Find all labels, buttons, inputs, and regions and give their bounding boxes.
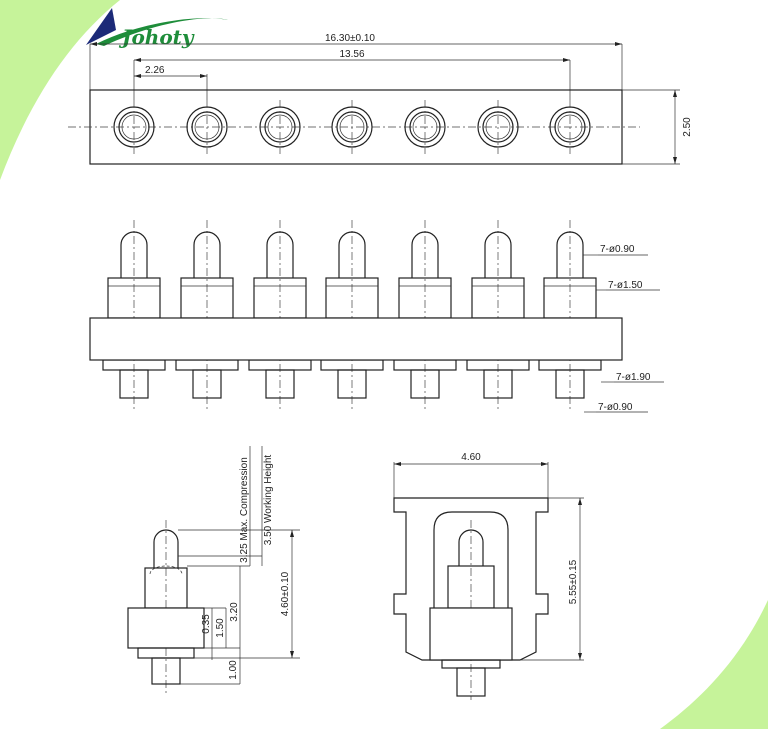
pin-6 <box>466 220 530 410</box>
pin-4 <box>320 220 384 410</box>
pin-1 <box>102 220 166 410</box>
brand-name: Johoty <box>118 25 195 49</box>
hole-2 <box>186 100 228 154</box>
dim-side-height: 5.55±0.15 <box>568 559 579 604</box>
brand-logo: Johoty <box>86 8 228 49</box>
dim-total-height: 4.60±0.10 <box>280 571 291 616</box>
pin-2 <box>175 220 239 410</box>
end-section-view: 4.60 5.55±0.15 <box>393 452 584 700</box>
pin-5 <box>393 220 457 410</box>
callout-flange-dia: 7-ø1.90 <box>616 372 651 383</box>
dim-tail-length: 1.00 <box>228 660 239 680</box>
dim-pitch: 2.26 <box>145 65 165 76</box>
hole-1 <box>113 100 155 154</box>
dim-max-compression: 3.25 Max. Compression <box>239 457 250 563</box>
hole-3 <box>259 100 301 154</box>
dim-overall-length: 16.30±0.10 <box>325 33 375 44</box>
callout-barrel-dia: 7-ø1.50 <box>608 280 643 291</box>
front-view: 7-ø0.90 7-ø1.50 7-ø1.90 7-ø0.90 <box>89 220 664 413</box>
side-pin-view: 3.25 Max. Compression 3.50 Working Heigh… <box>127 446 300 695</box>
callout-tip-dia: 7-ø0.90 <box>600 244 635 255</box>
dim-gap: 0.35 <box>201 614 212 634</box>
hole-6 <box>477 100 519 154</box>
hole-7 <box>549 100 591 154</box>
dim-barrel-height: 3.20 <box>229 602 240 622</box>
pin-3 <box>248 220 312 410</box>
dim-working-height: 3.50 Working Height <box>263 455 274 546</box>
dim-body-thickness: 1.50 <box>215 618 226 638</box>
hole-4 <box>331 100 373 154</box>
corner-accent-bottom-right <box>660 600 768 729</box>
corner-accent-top-left <box>0 0 120 180</box>
top-view: 16.30±0.10 13.56 2.26 2.50 <box>68 33 693 165</box>
dim-body-height: 2.50 <box>682 117 693 137</box>
callout-tail-dia: 7-ø0.90 <box>598 402 633 413</box>
dim-side-width: 4.60 <box>461 452 481 463</box>
dim-outer-pitch: 13.56 <box>339 49 364 60</box>
hole-5 <box>404 100 446 154</box>
pin-7 <box>538 220 602 410</box>
